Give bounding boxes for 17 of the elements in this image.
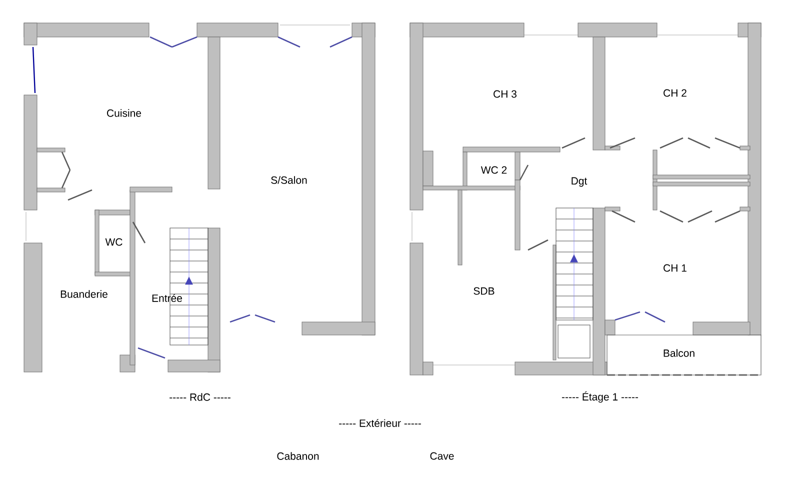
room-label: CH 1 [664,264,686,272]
room-label: Buanderie [60,290,108,298]
room-label: WC [105,238,122,246]
room-label: Balcon [664,349,694,357]
floor-label: ----- RdC ----- [170,393,230,401]
room-label: Dgt [572,177,588,187]
room-label: WC 2 [480,166,507,174]
room-label: Cave [430,452,454,460]
floor-label: ----- Extérieur ----- [339,419,421,427]
room-label: Cabanon [277,452,319,460]
room-label: CH 3 [494,90,516,98]
room-label: Entrée [152,294,182,302]
room-label: S/Salon [271,176,307,184]
room-label: SDB [474,287,494,295]
room-label: Cuisine [107,109,142,117]
room-label: CH 2 [664,89,686,97]
floor-label: ----- Étage 1 ----- [562,391,638,403]
